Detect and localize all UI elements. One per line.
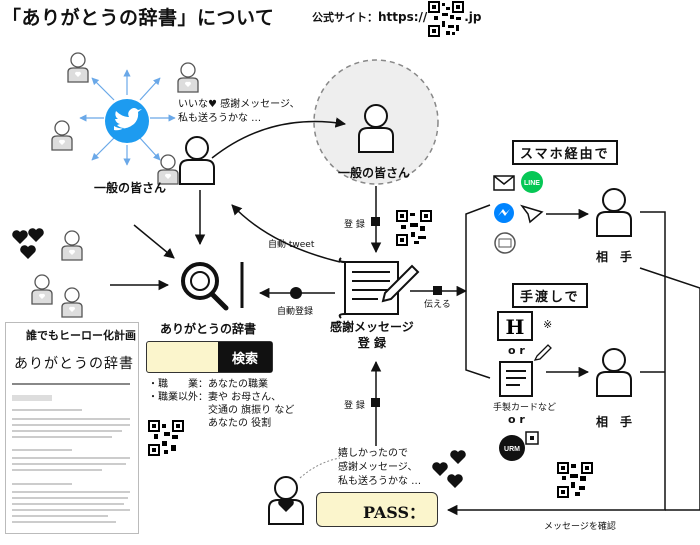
- handover-icons: H URM: [497, 311, 552, 461]
- pen-icon: [533, 344, 552, 361]
- send-icon: [520, 204, 544, 224]
- job-val: あなたの職業: [208, 379, 268, 390]
- twitter-spread: [51, 52, 199, 185]
- role-list: ・職 業：あなたの職業 ・職業以外：妻や お母さん、 交通の 旗振り など あな…: [148, 378, 294, 430]
- auto-tweet-label: 自動 tweet: [268, 240, 315, 250]
- partner-bottom-label: 相 手: [596, 415, 633, 429]
- handmade-card-icon: [499, 361, 533, 397]
- dictionary-search-icon: [181, 262, 244, 311]
- search-button[interactable]: 検索: [218, 342, 272, 372]
- public-person-left: [179, 136, 215, 185]
- confirm-message-label: メッセージを確認: [544, 522, 616, 532]
- other-val-3: あなたの 役割: [208, 418, 272, 429]
- pass-label: PASS：: [363, 503, 426, 522]
- svg-text:URM: URM: [504, 446, 520, 453]
- message-register-icon: [338, 257, 420, 319]
- public-left-label: 一般の皆さん: [94, 181, 167, 195]
- phone-book-title: ありがとうの辞書: [14, 356, 134, 372]
- register-top-label: 登 録: [344, 220, 365, 230]
- qr-code-confirm-icon: [557, 462, 593, 498]
- pass-input-bar[interactable]: PASS：: [316, 492, 438, 527]
- or-2-label: o r: [508, 413, 525, 426]
- auto-register-label: 自動登録: [277, 307, 314, 317]
- phone-screenshot: 誰でもヒーロー化計画 ありがとうの辞書: [5, 322, 139, 534]
- other-val-2: 交通の 旗振り など: [208, 405, 295, 416]
- line-icon: [521, 171, 543, 193]
- other-key: ・職業以外：: [148, 392, 208, 403]
- register-bottom-label: 登 録: [344, 401, 365, 411]
- svg-text:H: H: [506, 315, 525, 339]
- job-key: ・職 業：: [148, 379, 208, 390]
- mail-icon: [493, 175, 515, 191]
- handmade-card-label: 手製カードなど: [493, 403, 557, 413]
- urm-logo-icon: [499, 435, 525, 461]
- message-register-label: 感謝メッセージ 登 録: [330, 320, 414, 350]
- other-val-1: 妻や お母さん、: [208, 392, 282, 403]
- hero-card-icon: [497, 311, 533, 341]
- thought-bottom: 嬉しかったので 感謝メッセージ、 私も送ろうかな …: [338, 448, 422, 487]
- public-center-label: 一般の皆さん: [338, 166, 411, 180]
- sns-icons: LINE: [493, 171, 544, 254]
- dictionary-search-bar[interactable]: 検索: [146, 341, 273, 373]
- phone-hand-title: 誰でもヒーロー化計画: [26, 329, 136, 342]
- note-mark: ※: [543, 318, 553, 331]
- partner-top-label: 相 手: [596, 250, 633, 264]
- partner-person-bottom: [596, 348, 632, 397]
- mail-circle-icon: [494, 232, 516, 254]
- partner-person-top: [596, 188, 632, 237]
- smartphone-route-box: スマホ経由で: [512, 140, 618, 165]
- qr-code-dictionary-icon: [148, 420, 184, 456]
- handover-box: 手渡しで: [512, 283, 588, 308]
- qr-code-register-icon: [396, 210, 432, 246]
- thought-top: いいな♥ 感謝メッセージ、 私も送ろうかな …: [178, 99, 300, 124]
- page-title: 「ありがとうの辞書」について: [2, 7, 275, 29]
- site-label: 公式サイト：: [312, 11, 378, 24]
- dictionary-label: ありがとうの辞書: [160, 322, 257, 336]
- deliver-label: 伝える: [424, 300, 451, 310]
- svg-text:LINE: LINE: [524, 180, 540, 187]
- or-1-label: o r: [508, 344, 525, 357]
- qr-code-icon: [428, 1, 464, 37]
